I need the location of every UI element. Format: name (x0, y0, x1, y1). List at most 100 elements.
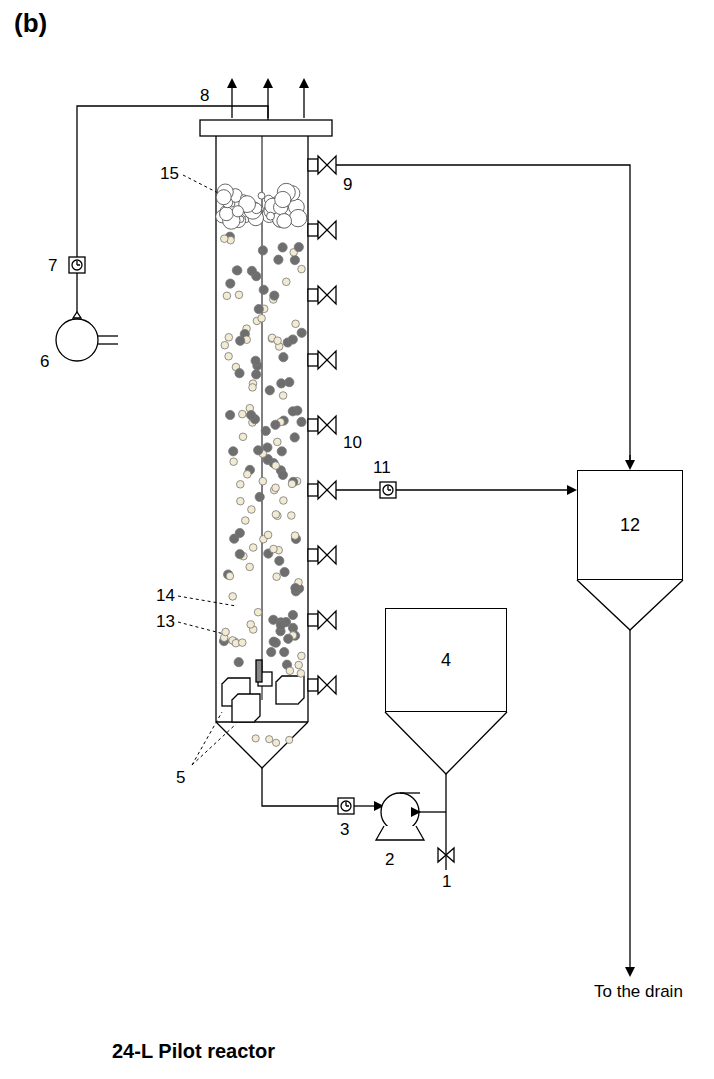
particle (286, 736, 293, 743)
valve-symbol (318, 221, 336, 239)
particle (273, 739, 280, 746)
particle (288, 407, 297, 416)
particle (254, 305, 263, 314)
particle (221, 341, 229, 349)
particle (230, 458, 238, 466)
particle (237, 497, 245, 505)
particle (252, 370, 261, 379)
particle (235, 369, 244, 378)
tank-box: 4 (385, 608, 507, 712)
callout-number: 15 (160, 164, 179, 184)
particle (297, 670, 305, 678)
particle (242, 517, 250, 525)
particle (291, 532, 299, 540)
valve-stub (308, 679, 318, 691)
valve-stub (308, 484, 318, 496)
particle (247, 411, 256, 420)
callout-number: 10 (343, 433, 362, 453)
particle (278, 470, 287, 479)
particle (275, 556, 284, 565)
particle (274, 337, 282, 345)
valve-stub (308, 159, 318, 171)
particle (251, 356, 260, 365)
particle (280, 648, 289, 657)
callout-number: 14 (156, 586, 175, 606)
particle (297, 417, 306, 426)
particle (235, 550, 244, 559)
particle (272, 511, 280, 519)
particle (269, 637, 278, 646)
particle (272, 484, 280, 492)
particle (226, 410, 235, 419)
particle (239, 639, 247, 647)
particle (224, 570, 233, 579)
particle (254, 608, 262, 616)
particle (280, 568, 289, 577)
foam-bubble (258, 192, 265, 199)
particle (244, 471, 252, 479)
valve-stub (308, 289, 318, 301)
particle (235, 528, 244, 537)
particle (277, 447, 286, 456)
valve-stub (308, 614, 318, 626)
valve-symbol (318, 286, 336, 304)
particle (286, 667, 294, 675)
valve-symbol (318, 546, 336, 564)
particle (259, 477, 267, 485)
particle (280, 497, 288, 505)
particle (248, 506, 256, 514)
particle (290, 433, 299, 442)
foam-bubble (289, 209, 306, 226)
valve-symbol (318, 481, 336, 499)
foam-bubble (277, 214, 292, 229)
callout-number: 4 (441, 650, 451, 671)
particle (229, 593, 237, 601)
particle (258, 315, 266, 323)
particle (298, 652, 306, 660)
particle (288, 335, 297, 344)
particle (297, 328, 306, 337)
particle (288, 623, 297, 632)
particle (226, 279, 235, 288)
valve-stub (308, 419, 318, 431)
flow-note: To the drain (594, 982, 683, 1002)
particle (279, 353, 288, 362)
particle (270, 291, 279, 300)
particle (273, 573, 281, 581)
particle (247, 266, 256, 275)
particle (239, 410, 247, 418)
valve-stub (308, 549, 318, 561)
particle (288, 610, 297, 619)
particle (288, 480, 296, 488)
particle (288, 512, 296, 520)
particle (235, 291, 243, 299)
particle (266, 736, 273, 743)
valve-symbol (318, 676, 336, 694)
particle (277, 379, 286, 388)
particle (291, 584, 300, 593)
callout-number: 6 (40, 352, 49, 372)
foam-bubble (232, 206, 243, 217)
particle (226, 572, 234, 580)
particle (237, 481, 245, 489)
valve-stub (308, 224, 318, 236)
particle (223, 292, 231, 300)
particle (225, 353, 233, 361)
panel-letter: (b) (14, 8, 47, 38)
particle (252, 735, 259, 742)
callout-number: 13 (156, 612, 175, 632)
particle (270, 545, 278, 553)
callout-number: 7 (48, 256, 57, 276)
particle (221, 235, 229, 243)
particle (233, 266, 242, 275)
particle (264, 531, 272, 539)
particle (259, 285, 268, 294)
particle (249, 384, 257, 392)
particle (258, 246, 267, 255)
particle (274, 438, 282, 446)
foam-bubble (220, 207, 234, 221)
particle (246, 563, 254, 571)
particle (292, 320, 300, 328)
particle (290, 256, 299, 265)
